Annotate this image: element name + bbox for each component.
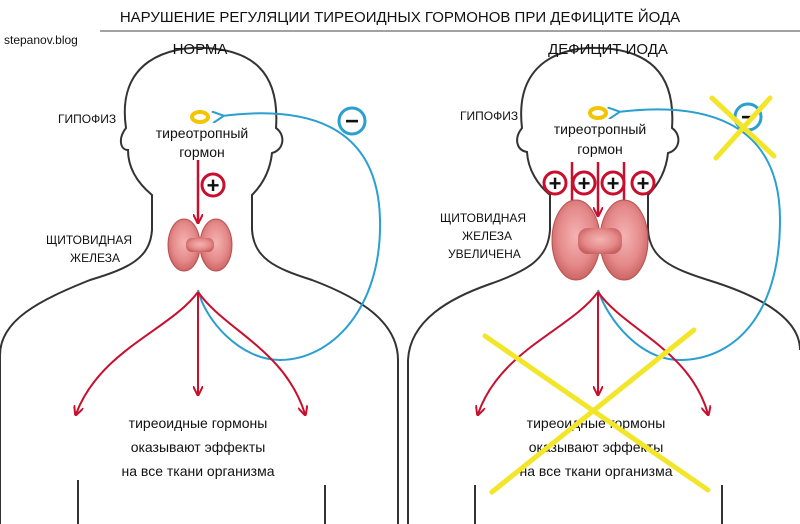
deficit-plus-icons: + + + +: [542, 170, 656, 196]
normal-minus-sign: −: [345, 108, 359, 135]
normal-effect-line2: оказывают эффекты: [131, 439, 266, 455]
deficit-panel: ДЕФИЦИТ ИОДА ГИПОФИЗ тиреотропный гормон…: [407, 41, 800, 524]
deficit-gland-line1: ЩИТОВИДНАЯ: [440, 211, 526, 225]
deficit-gland-line3: УВЕЛИЧЕНА: [448, 247, 521, 261]
deficit-pituitary: [588, 106, 608, 120]
deficit-plus-sign-4: +: [637, 171, 650, 196]
deficit-effects-cross-icon: [482, 327, 711, 495]
deficit-effect-line2: оказывают эффекты: [529, 439, 664, 455]
deficit-feedback-cross-icon: [709, 95, 777, 161]
normal-panel: НОРМА ГИПОФИЗ тиреотропный гормон + ЩИТО…: [0, 41, 399, 524]
deficit-effect-arrow-left: [478, 291, 599, 414]
normal-body-outline: [0, 46, 399, 524]
deficit-body-outline: [407, 46, 800, 361]
deficit-gland-line2: ЖЕЛЕЗА: [462, 229, 512, 243]
deficit-heading: ДЕФИЦИТ ИОДА: [548, 41, 668, 58]
normal-thyroid-gland: [167, 218, 233, 272]
deficit-effect-arrow-right: [597, 291, 708, 414]
deficit-plus-icon-2: [571, 170, 597, 196]
deficit-thyroid-gland: [551, 199, 649, 281]
normal-gland-line1: ЩИТОВИДНАЯ: [46, 233, 132, 247]
deficit-hormone-line1: тиреотропный: [554, 121, 646, 137]
normal-effect-arrow-left: [76, 291, 199, 414]
normal-plus-sign: +: [207, 173, 220, 198]
normal-effect-line1: тиреоидные гормоны: [129, 415, 268, 431]
watermark: stepanov.blog: [4, 33, 78, 47]
deficit-plus-icon-1: [542, 170, 568, 196]
deficit-hormone-line2: гормон: [577, 141, 623, 157]
page-title: НАРУШЕНИЕ РЕГУЛЯЦИИ ТИРЕОИДНЫХ ГОРМОНОВ …: [120, 8, 680, 26]
deficit-plus-sign-1: +: [549, 171, 562, 196]
normal-hormone-line2: гормон: [179, 144, 225, 160]
deficit-pituitary-label: ГИПОФИЗ: [460, 109, 518, 123]
normal-effect-line3: на все ткани организма: [122, 463, 275, 479]
deficit-plus-icon-4: [630, 170, 656, 196]
deficit-effect-line1: тиреоидные гормоны: [527, 415, 666, 431]
deficit-feedback-loop: [597, 109, 782, 362]
deficit-plus-sign-3: +: [607, 171, 620, 196]
normal-hormone-line1: тиреотропный: [156, 125, 248, 141]
deficit-plus-icon-3: [600, 170, 626, 196]
normal-heading: НОРМА: [173, 41, 228, 58]
normal-plus-icon: [200, 172, 226, 198]
normal-feedback-loop: [197, 113, 382, 362]
normal-pituitary-label: ГИПОФИЗ: [58, 112, 116, 126]
normal-pituitary: [190, 110, 210, 124]
deficit-effect-line3: на все ткани организма: [520, 463, 673, 479]
normal-effect-arrow-right: [197, 291, 305, 414]
normal-gland-line2: ЖЕЛЕЗА: [70, 251, 120, 265]
normal-minus-icon: [337, 106, 367, 136]
deficit-plus-sign-2: +: [578, 171, 591, 196]
